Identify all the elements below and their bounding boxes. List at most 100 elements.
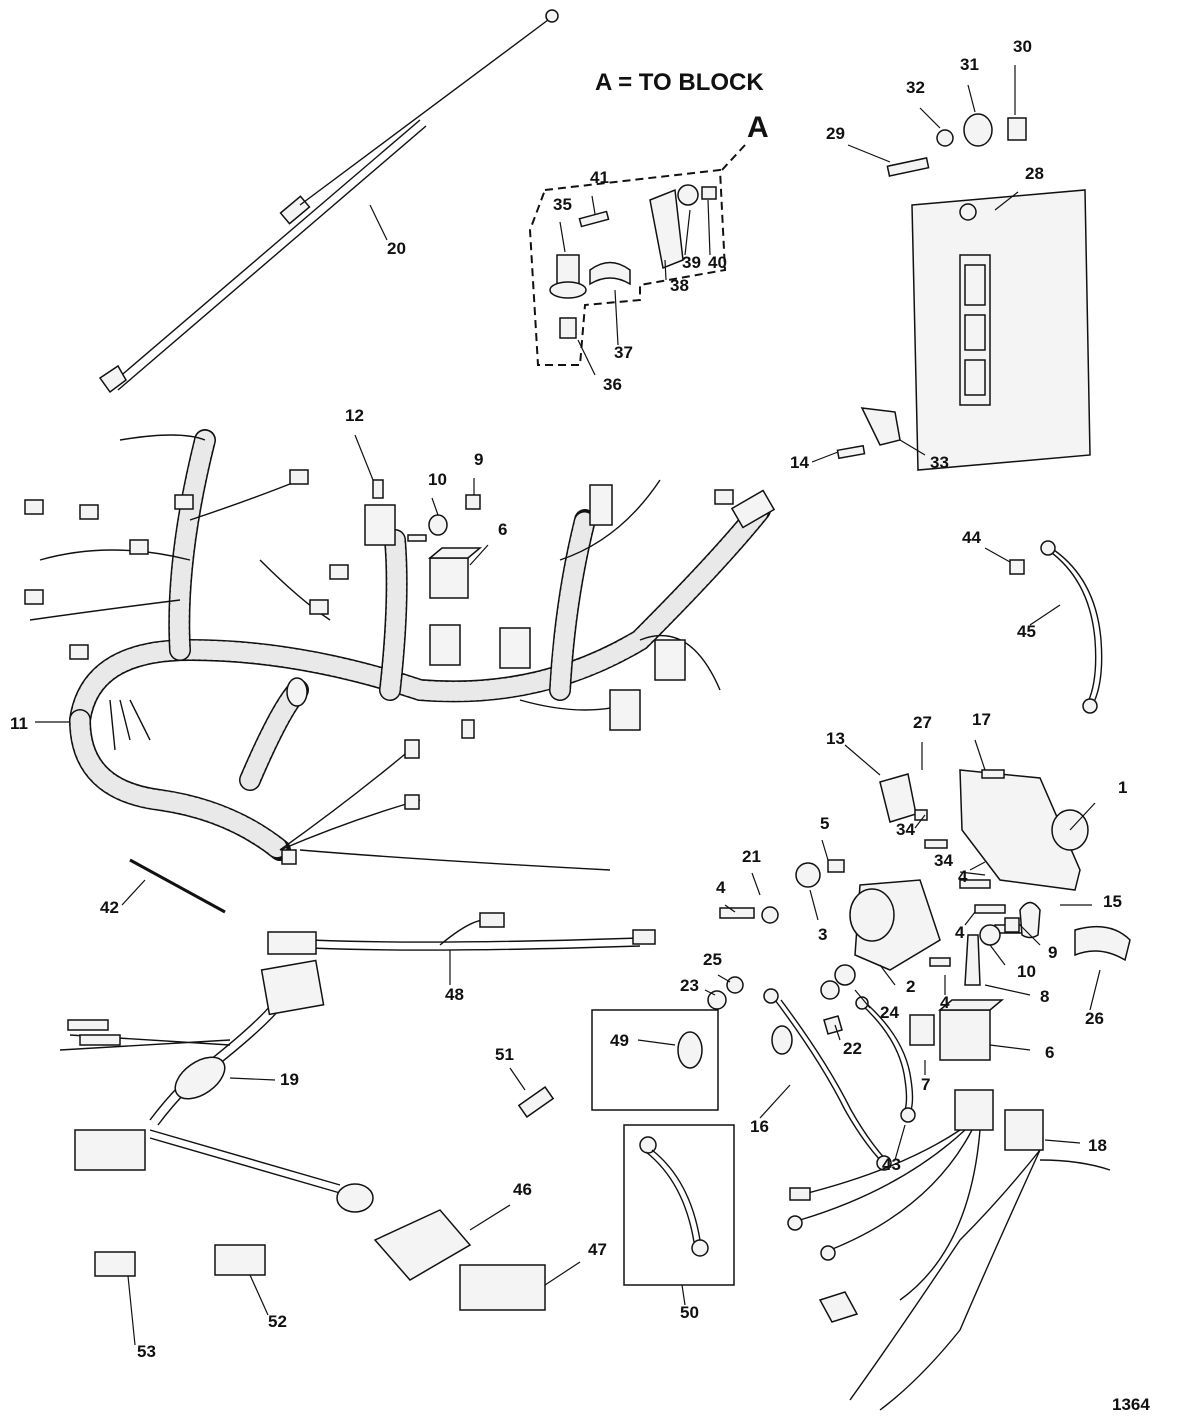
leader-line-5 xyxy=(821,839,829,861)
leader-line-9 xyxy=(1019,924,1041,946)
callout-label-6: 6 xyxy=(498,520,507,539)
leader-line-34 xyxy=(959,871,986,876)
callout-label-37: 37 xyxy=(614,343,633,362)
leader-line-47 xyxy=(544,1261,581,1286)
callout-label-4: 4 xyxy=(958,867,968,886)
callout-label-20: 20 xyxy=(387,239,406,258)
leader-line-16 xyxy=(759,1084,791,1119)
callout-label-38: 38 xyxy=(670,276,689,295)
callout-label-43: 43 xyxy=(882,1155,901,1174)
callout-label-39: 39 xyxy=(682,253,701,272)
callout-label-1: 1 xyxy=(1118,778,1127,797)
callout-label-9: 9 xyxy=(1048,943,1057,962)
leader-line-49 xyxy=(637,1039,676,1046)
part-6-lower-relay xyxy=(909,934,1005,1061)
leader-line-24 xyxy=(854,989,871,1009)
callout-label-26: 26 xyxy=(1085,1009,1104,1028)
leader-line-26 xyxy=(1089,969,1101,1011)
leader-line-10 xyxy=(431,497,439,516)
leader-line-39 xyxy=(684,209,691,256)
callout-label-48: 48 xyxy=(445,985,464,1004)
leader-line-52 xyxy=(249,1274,269,1316)
upper-relay-group xyxy=(372,479,483,599)
figure-number: 1364 xyxy=(1112,1395,1150,1414)
callout-label-7: 7 xyxy=(921,1075,930,1094)
callout-label-49: 49 xyxy=(610,1031,629,1050)
part-11-main-harness xyxy=(24,429,776,871)
leader-line-1 xyxy=(1069,802,1096,831)
callout-label-46: 46 xyxy=(513,1180,532,1199)
callout-label-33: 33 xyxy=(930,453,949,472)
leader-line-12 xyxy=(354,434,374,481)
leader-line-42 xyxy=(121,879,146,906)
callout-label-42: 42 xyxy=(100,898,119,917)
callout-label-40: 40 xyxy=(708,253,727,272)
callout-label-6: 6 xyxy=(1045,1043,1054,1062)
detail-marker: A xyxy=(747,111,769,144)
callout-label-4: 4 xyxy=(940,993,950,1012)
leader-line-50 xyxy=(681,1284,686,1306)
callout-label-31: 31 xyxy=(960,55,979,74)
callout-label-36: 36 xyxy=(603,375,622,394)
part-18-harness xyxy=(787,1089,1111,1411)
leader-line-34 xyxy=(914,814,926,829)
callout-label-15: 15 xyxy=(1103,892,1122,911)
leader-line-53 xyxy=(127,1275,136,1346)
detail-a-boundary xyxy=(528,144,746,366)
leader-line-18 xyxy=(1044,1139,1081,1144)
leader-line-19 xyxy=(229,1077,276,1081)
callout-label-44: 44 xyxy=(962,528,981,547)
leader-line-25 xyxy=(717,974,731,983)
leader-line-33 xyxy=(899,439,926,456)
part-48-harness xyxy=(267,912,656,955)
callout-label-51: 51 xyxy=(495,1045,514,1064)
leader-line-23 xyxy=(704,989,716,996)
callout-label-32: 32 xyxy=(906,78,925,97)
part-20-cable xyxy=(98,9,559,394)
leader-line-13 xyxy=(844,744,881,776)
callout-label-8: 8 xyxy=(1040,987,1049,1006)
callout-label-23: 23 xyxy=(680,976,699,995)
leader-line-3 xyxy=(809,889,819,921)
callout-label-18: 18 xyxy=(1088,1136,1107,1155)
leader-line-37 xyxy=(614,289,619,346)
leader-line-20 xyxy=(369,204,388,241)
leader-line-17 xyxy=(974,739,986,771)
callout-label-29: 29 xyxy=(826,124,845,143)
leader-line-4 xyxy=(964,911,976,926)
leader-line-6 xyxy=(989,1044,1031,1051)
leader-line-32 xyxy=(919,107,941,129)
leader-line-4 xyxy=(724,904,736,913)
leader-line-40 xyxy=(707,199,711,256)
callout-label-52: 52 xyxy=(268,1312,287,1331)
callout-label-21: 21 xyxy=(742,847,761,866)
part-2-solenoid-group xyxy=(719,859,1131,971)
callout-label-19: 19 xyxy=(280,1070,299,1089)
callout-label-11: 11 xyxy=(10,714,28,733)
callout-label-34: 34 xyxy=(934,851,953,870)
callout-label-3: 3 xyxy=(818,925,827,944)
callout-label-24: 24 xyxy=(880,1003,899,1022)
callout-label-22: 22 xyxy=(843,1039,862,1058)
callout-label-50: 50 xyxy=(680,1303,699,1322)
callout-label-45: 45 xyxy=(1017,622,1036,641)
callout-label-28: 28 xyxy=(1025,164,1044,183)
callout-label-13: 13 xyxy=(826,729,845,748)
leader-line-41 xyxy=(591,195,596,215)
callout-label-10: 10 xyxy=(1017,962,1036,981)
leader-line-2 xyxy=(879,964,896,986)
leader-line-29 xyxy=(847,144,891,163)
callout-label-17: 17 xyxy=(972,710,991,729)
leader-line-4 xyxy=(969,861,986,871)
callout-label-2: 2 xyxy=(906,977,915,996)
leader-line-22 xyxy=(834,1024,841,1041)
leader-line-36 xyxy=(577,339,596,376)
leader-line-10 xyxy=(989,944,1006,966)
part-45-ground-strap xyxy=(1009,540,1103,714)
detail-caption: A = TO BLOCK xyxy=(595,69,764,96)
leader-line-51 xyxy=(509,1067,526,1091)
callout-label-30: 30 xyxy=(1013,37,1032,56)
leader-line-38 xyxy=(664,259,667,281)
callout-label-9: 9 xyxy=(474,450,483,469)
